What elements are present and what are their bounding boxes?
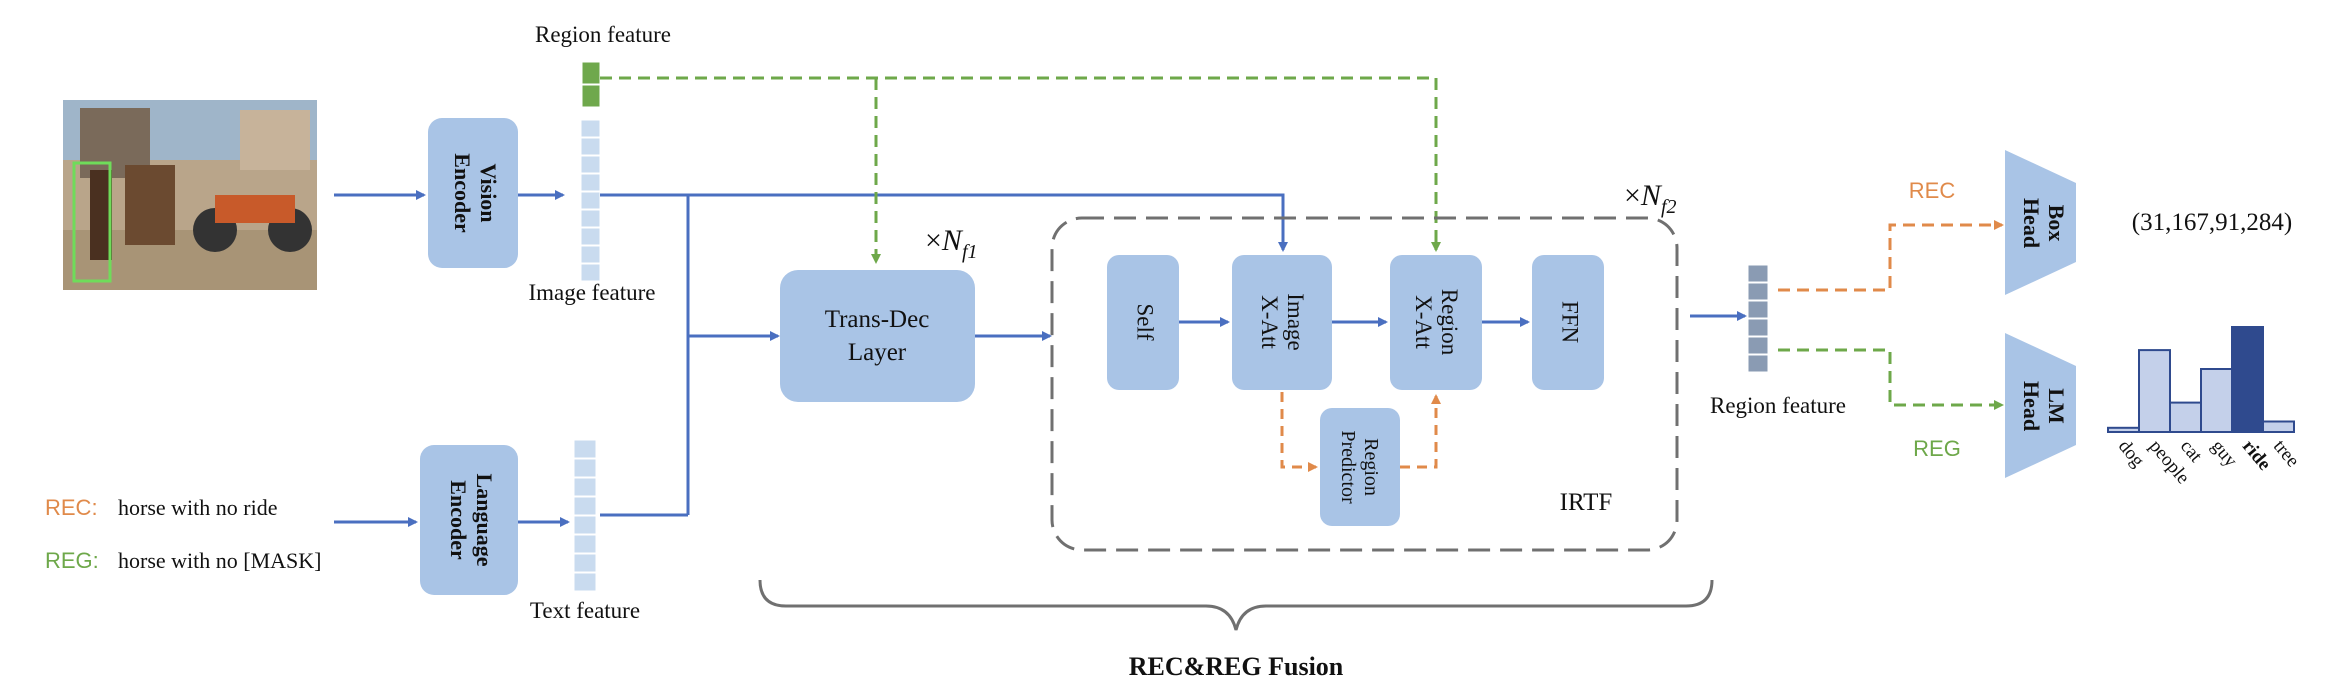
vision-encoder: Vision Encoder bbox=[428, 118, 518, 268]
reg-path-label: REG bbox=[1913, 436, 1961, 461]
trans-dec-layer: Trans-Dec Layer bbox=[780, 270, 975, 402]
text-feature-column bbox=[573, 439, 597, 592]
fusion-label: REC&REG Fusion bbox=[1129, 652, 1344, 681]
bar-people bbox=[2138, 349, 2171, 434]
region-predictor-line2: Predictor bbox=[1337, 430, 1359, 504]
region-x-att-line2: X-Att bbox=[1411, 295, 1436, 349]
bar-guy bbox=[2200, 368, 2233, 433]
ffn-block: FFN bbox=[1532, 255, 1604, 390]
box-head-line2: Head bbox=[2019, 198, 2044, 248]
region-predictor-dashed-arrows bbox=[1280, 392, 1441, 472]
image-x-att-block: Image X-Att bbox=[1232, 255, 1332, 390]
irtf-container bbox=[1050, 216, 1679, 552]
rec-path-arrow bbox=[1778, 220, 2004, 292]
tick-label-tree: tree bbox=[2269, 436, 2303, 471]
self-attention-block: Self bbox=[1107, 255, 1179, 390]
region-feature-output-label: Region feature bbox=[1710, 393, 1846, 418]
bar-tree bbox=[2262, 420, 2295, 433]
tick-label-ride: ride bbox=[2238, 436, 2275, 475]
image-feature-label: Image feature bbox=[528, 280, 655, 305]
tick-label-dog: dog bbox=[2114, 436, 2149, 472]
self-label: Self bbox=[1133, 303, 1158, 340]
irtf-label: IRTF bbox=[1560, 489, 1613, 516]
tick-label-guy: guy bbox=[2207, 436, 2242, 472]
feature-connections bbox=[600, 193, 1288, 517]
reg-path-arrow bbox=[1778, 348, 2004, 410]
vision-encoder-line1: Vision bbox=[476, 163, 501, 222]
region-x-att-line1: Region bbox=[1437, 289, 1462, 356]
trans-dec-repeat-label: ×Nf1 bbox=[925, 224, 978, 263]
ffn-label: FFN bbox=[1558, 301, 1583, 344]
rec-query-text: horse with no ride bbox=[118, 495, 277, 520]
bar-cat bbox=[2169, 401, 2202, 434]
irtf-repeat-label: ×Nf2 bbox=[1624, 179, 1677, 218]
region-feature-top-label: Region feature bbox=[535, 22, 671, 47]
bar-dog bbox=[2107, 426, 2140, 433]
text-feature-label: Text feature bbox=[530, 598, 640, 623]
region-feature-top bbox=[581, 61, 601, 108]
reg-query-text: horse with no [MASK] bbox=[118, 548, 322, 573]
box-head: Box Head bbox=[2005, 150, 2076, 295]
language-encoder-line1: Language bbox=[472, 474, 497, 567]
region-feature-dashed-lines bbox=[600, 76, 1441, 264]
language-encoder-line2: Encoder bbox=[446, 480, 471, 560]
image-x-att-line1: Image bbox=[1283, 293, 1308, 350]
bar-ride bbox=[2231, 326, 2264, 433]
trans-dec-line2: Layer bbox=[848, 339, 907, 366]
lm-head-line1: LM bbox=[2044, 388, 2069, 424]
image-feature-column bbox=[580, 119, 601, 282]
input-photo bbox=[63, 100, 317, 290]
region-feature-output-column bbox=[1747, 264, 1769, 373]
lm-head-line2: Head bbox=[2019, 381, 2044, 431]
trans-dec-line1: Trans-Dec bbox=[825, 306, 930, 333]
language-encoder: Language Encoder bbox=[420, 445, 518, 595]
lm-head: LM Head bbox=[2005, 333, 2076, 478]
rec-tag: REC: bbox=[45, 495, 98, 520]
box-head-line1: Box bbox=[2044, 205, 2069, 242]
reg-tag: REG: bbox=[45, 548, 99, 573]
box-output-coordinates: (31,167,91,284) bbox=[2132, 209, 2292, 236]
region-predictor-block: Region Predictor bbox=[1320, 408, 1400, 526]
image-x-att-line2: X-Att bbox=[1257, 295, 1282, 349]
region-predictor-line1: Region bbox=[1360, 438, 1382, 496]
rec-path-label: REC bbox=[1909, 178, 1956, 203]
fusion-brace bbox=[758, 579, 1714, 631]
vision-encoder-line2: Encoder bbox=[450, 153, 475, 233]
region-x-att-block: Region X-Att bbox=[1390, 255, 1482, 390]
